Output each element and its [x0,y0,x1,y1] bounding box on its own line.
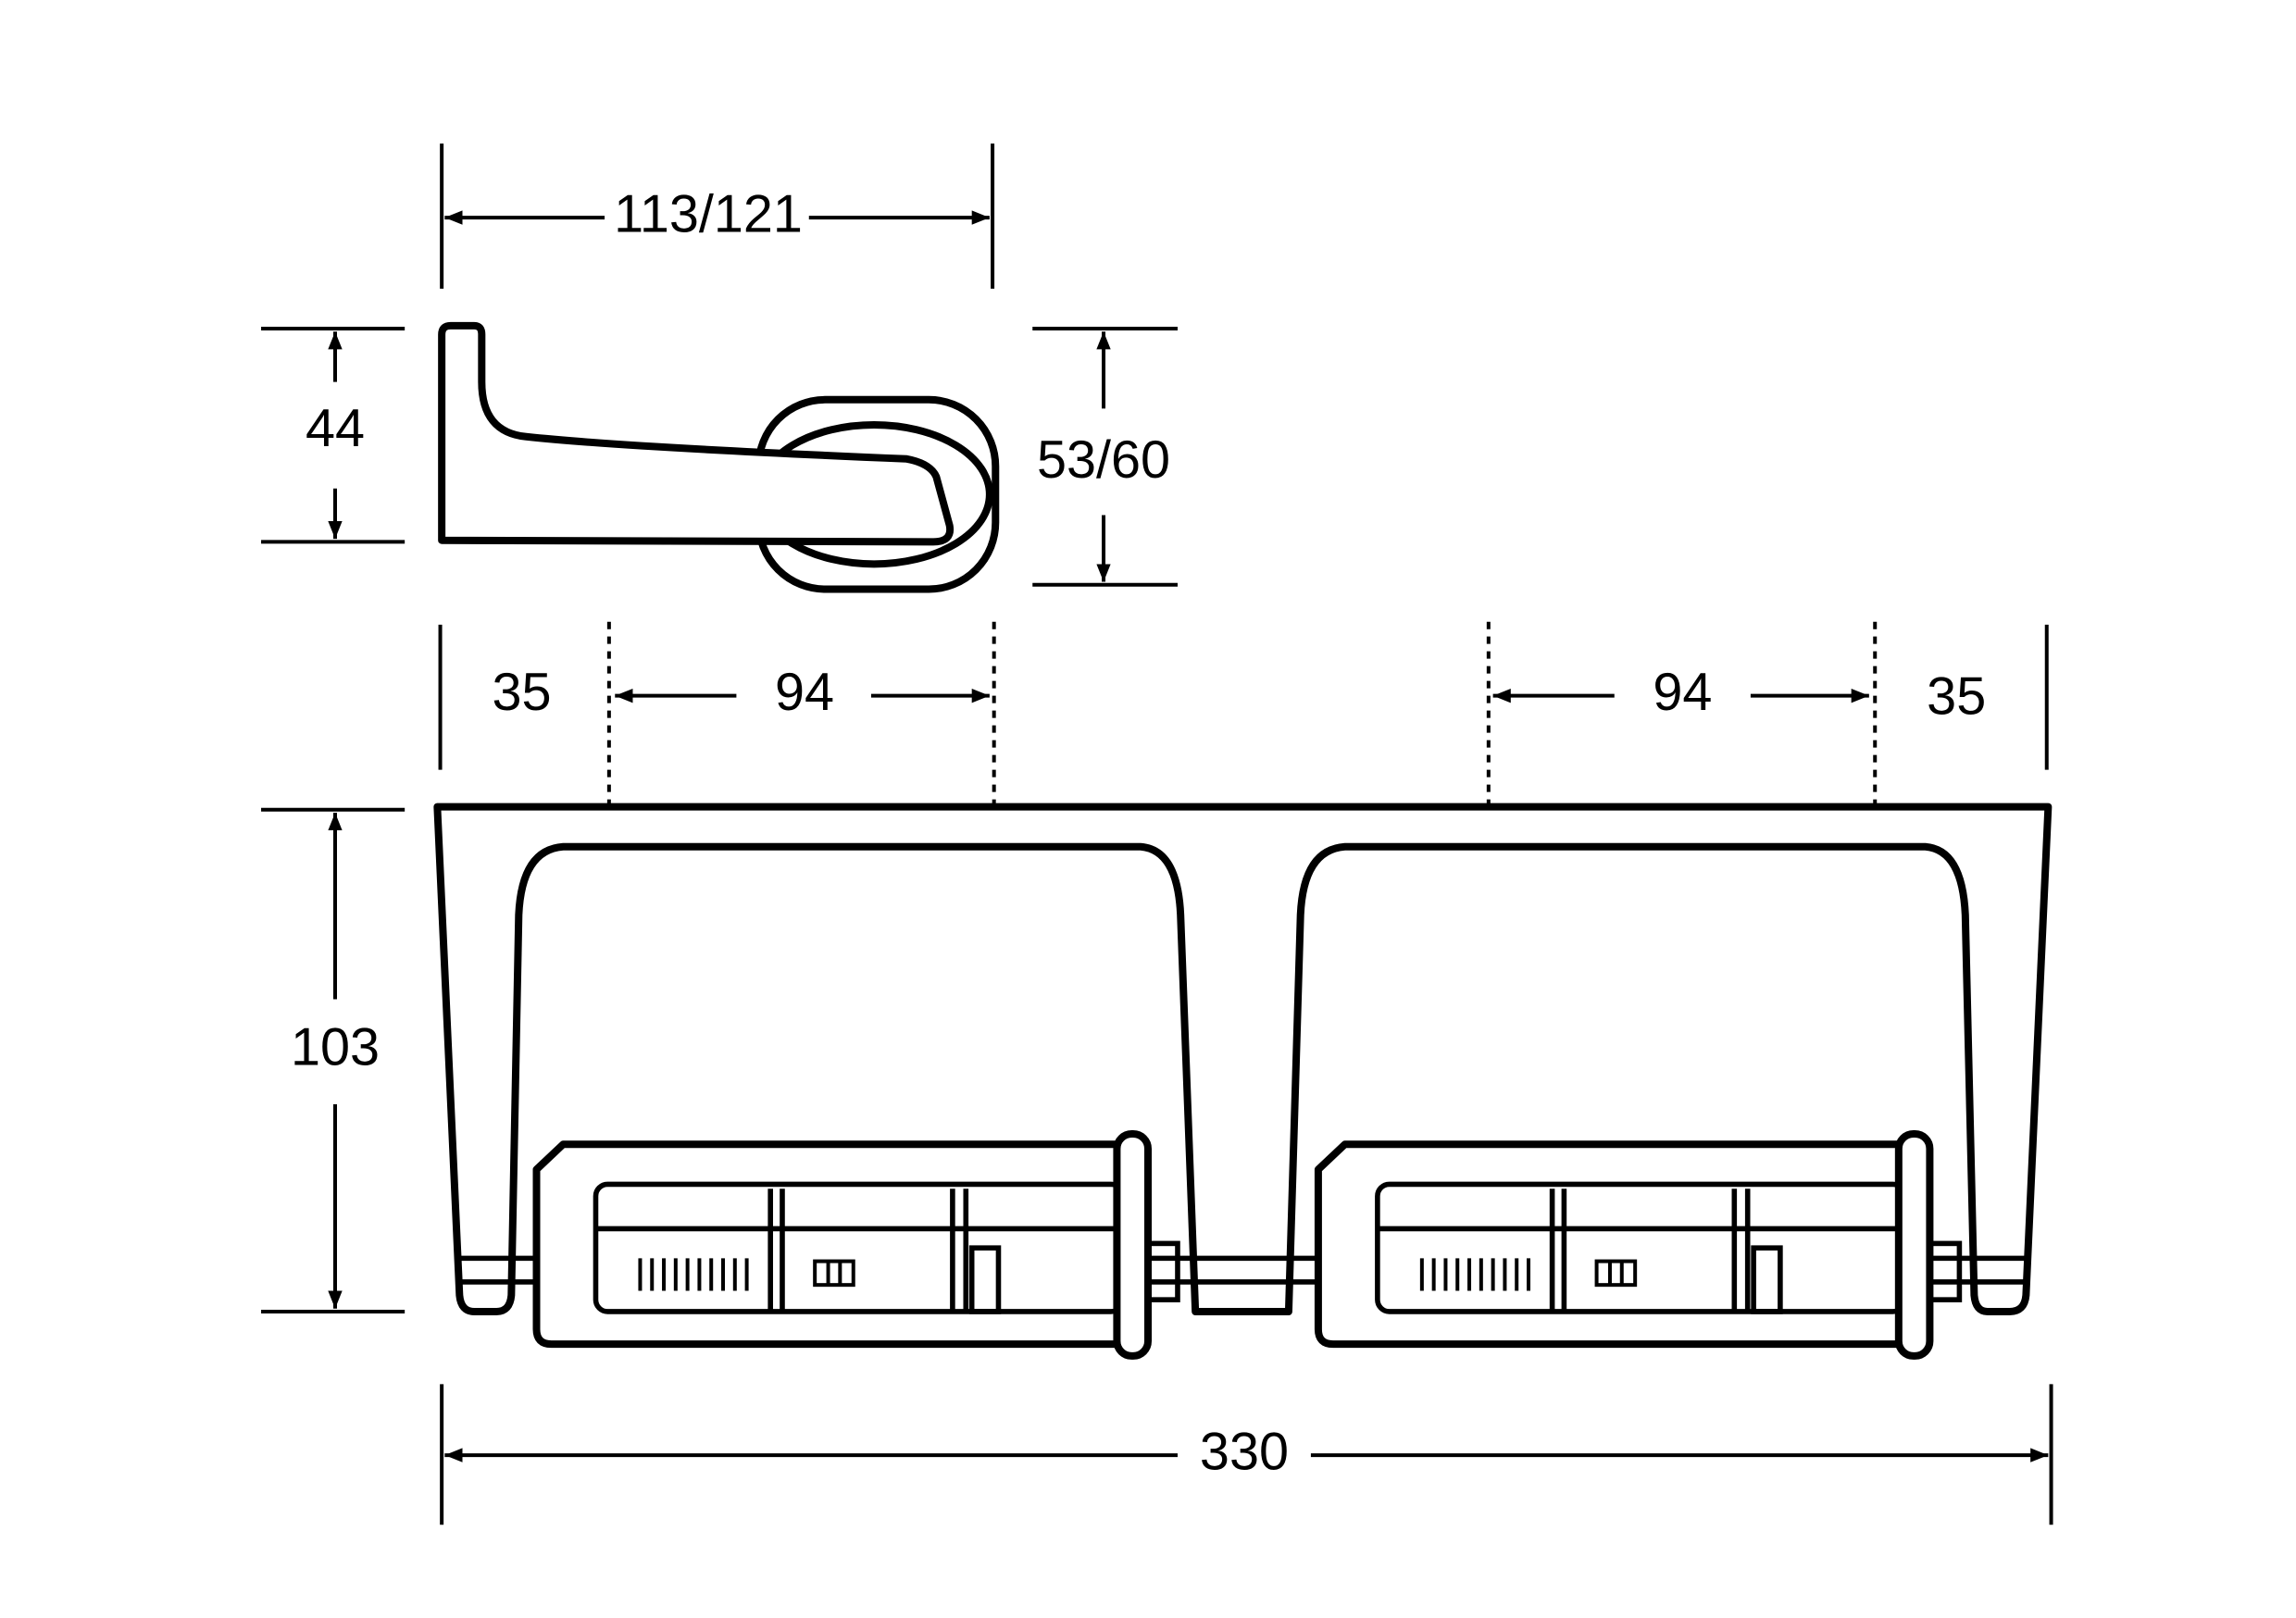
front-height-dimension: 103 [261,807,406,1313]
spacing-dimensions: 35 94 94 35 [438,621,2049,807]
depth-label: 113/121 [614,184,803,243]
front-height-label: 103 [291,1018,380,1077]
left-spacing-label: 94 [775,663,834,722]
side-view [438,321,1000,593]
front-view [433,803,2053,1360]
roll-height-dimension: 53/60 [1032,327,1178,587]
depth-dimension: 113/121 [440,143,995,289]
side-height-label: 44 [306,399,365,458]
total-width-dimension: 330 [440,1384,2053,1525]
right-spacing-label: 94 [1653,663,1712,722]
roll-height-label: 53/60 [1037,430,1170,490]
right-roll-holder [1314,1130,1963,1360]
left-margin-label: 35 [492,663,551,722]
total-width-label: 330 [1200,1422,1289,1481]
side-height-dimension: 44 [261,327,406,544]
left-roll-holder [532,1130,1180,1360]
right-margin-label: 35 [1927,667,1986,727]
